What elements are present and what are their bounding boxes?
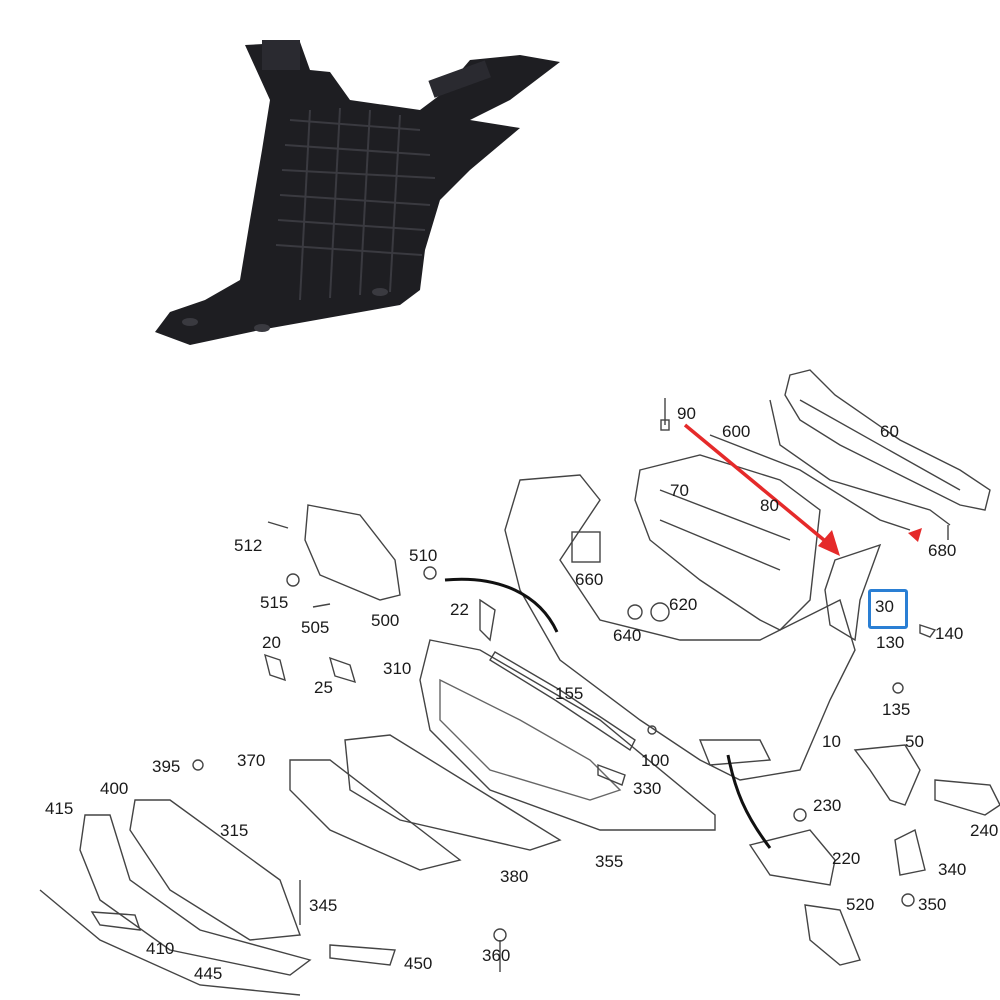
part-label: 220: [832, 849, 861, 868]
part-label: 230: [813, 796, 842, 815]
part-label: 520: [846, 895, 875, 914]
part-label: 22: [450, 600, 469, 619]
bracket-photo: [155, 40, 560, 345]
part-label: 660: [575, 570, 604, 589]
part-label: 155: [555, 684, 584, 703]
part-label: 370: [237, 751, 266, 770]
part-label: 512: [234, 536, 263, 555]
part-label: 360: [482, 946, 511, 965]
part-label: 680: [928, 541, 957, 560]
part-label: 135: [882, 700, 911, 719]
part-label: 415: [45, 799, 74, 818]
part-label: 240: [970, 821, 999, 840]
leader-arrows: [444, 577, 772, 849]
part-label: 315: [220, 821, 249, 840]
part-label: 350: [918, 895, 947, 914]
part-label: 10: [822, 732, 841, 751]
part-label: 620: [669, 595, 698, 614]
part-label: 505: [301, 618, 330, 637]
part-label: 640: [613, 626, 642, 645]
part-label: 25: [314, 678, 333, 697]
part-label: 140: [935, 624, 964, 643]
part-label: 400: [100, 779, 129, 798]
part-label: 340: [938, 860, 967, 879]
part-label-highlighted: 30: [875, 597, 894, 616]
part-label: 380: [500, 867, 529, 886]
part-label: 90: [677, 404, 696, 423]
part-label: 395: [152, 757, 181, 776]
part-label: 130: [876, 633, 905, 652]
part-label: 100: [641, 751, 670, 770]
part-label: 600: [722, 422, 751, 441]
part-label: 450: [404, 954, 433, 973]
part-label: 60: [880, 422, 899, 441]
part-label: 410: [146, 939, 175, 958]
part-label: 445: [194, 964, 223, 983]
part-label: 50: [905, 732, 924, 751]
part-label: 500: [371, 611, 400, 630]
part-label: 80: [760, 496, 779, 515]
highlight-box: [868, 589, 908, 629]
part-label: 510: [409, 546, 438, 565]
part-label: 20: [262, 633, 281, 652]
red-arrow: [683, 423, 922, 556]
part-label: 355: [595, 852, 624, 871]
part-label: 515: [260, 593, 289, 612]
part-label: 70: [670, 481, 689, 500]
part-label: 310: [383, 659, 412, 678]
part-label: 330: [633, 779, 662, 798]
parts-line-art: [39, 369, 1000, 996]
part-label: 345: [309, 896, 338, 915]
